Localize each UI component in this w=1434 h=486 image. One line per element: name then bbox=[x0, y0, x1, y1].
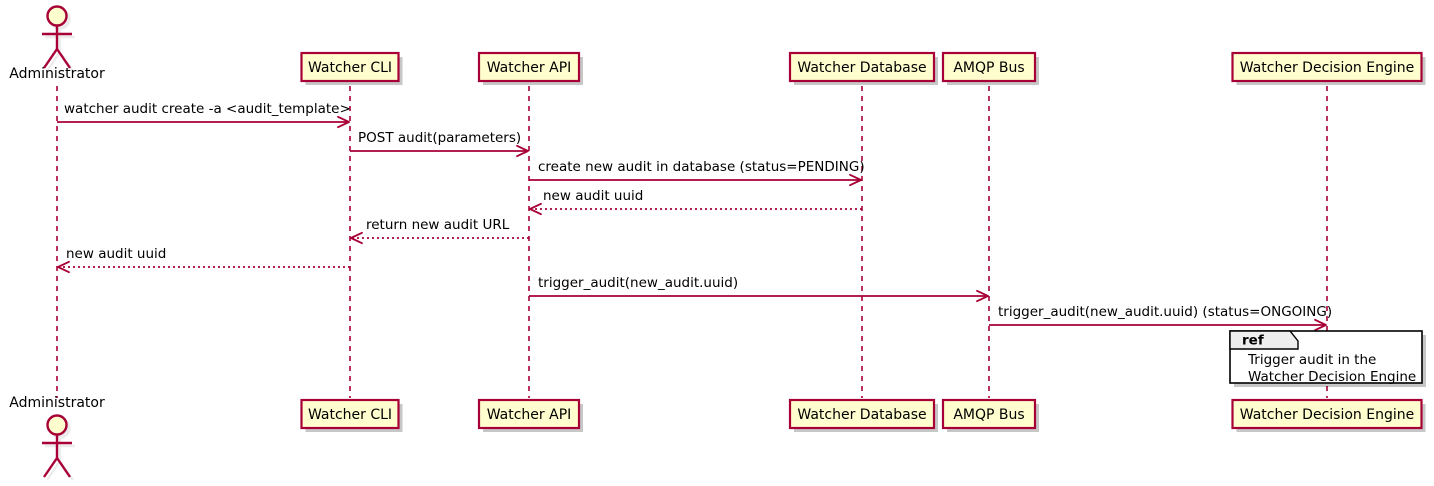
message-arrowhead bbox=[350, 231, 363, 245]
participant-watcher-database[interactable]: Watcher Database bbox=[788, 398, 938, 432]
message-label: return new audit URL bbox=[366, 217, 510, 233]
message-arrowhead bbox=[849, 173, 862, 187]
participant-box bbox=[941, 51, 1037, 83]
actor-head-icon bbox=[46, 414, 68, 436]
ref-body-line-2: Watcher Decision Engine bbox=[1248, 369, 1416, 385]
message-label: trigger_audit(new_audit.uuid) bbox=[538, 275, 738, 291]
participant-label-amqp-bus: AMQP Bus bbox=[953, 60, 1024, 76]
ref-body-line-1: Trigger audit in the bbox=[1247, 352, 1376, 368]
message-arrowhead bbox=[529, 202, 542, 216]
participant-watcher-api[interactable]: Watcher API bbox=[477, 51, 583, 85]
participant-label-watcher-cli: Watcher CLI bbox=[308, 60, 392, 76]
participant-amqp-bus[interactable]: AMQP Bus bbox=[941, 51, 1039, 85]
actor-leg-left bbox=[43, 48, 58, 69]
participant-watcher-cli[interactable]: Watcher CLI bbox=[300, 398, 403, 432]
participant-label-watcher-api: Watcher API bbox=[487, 60, 572, 76]
participant-box bbox=[941, 398, 1037, 430]
message-label: POST audit(parameters) bbox=[358, 130, 521, 146]
actor-label-administrator: Administrator bbox=[9, 395, 105, 411]
actor-administrator[interactable]: Administrator bbox=[9, 5, 105, 83]
lifelines-group bbox=[56, 86, 1328, 398]
message-label: trigger_audit(new_audit.uuid) (status=ON… bbox=[998, 304, 1332, 320]
participant-watcher-database[interactable]: Watcher Database bbox=[788, 51, 938, 85]
participant-box bbox=[788, 398, 936, 430]
participant-label-watcher-database: Watcher Database bbox=[797, 60, 926, 76]
message-4-watcher-database-to-watcher-api: new audit uuid bbox=[529, 188, 862, 216]
participant-label-watcher-decision-engine: Watcher Decision Engine bbox=[1240, 407, 1414, 423]
participant-box bbox=[300, 398, 400, 430]
participant-label-watcher-decision-engine: Watcher Decision Engine bbox=[1240, 60, 1414, 76]
participant-box bbox=[477, 398, 581, 430]
participant-watcher-cli[interactable]: Watcher CLI bbox=[300, 51, 403, 85]
message-arrowhead bbox=[57, 260, 70, 274]
message-label: create new audit in database (status=PEN… bbox=[538, 159, 865, 175]
participant-watcher-decision-engine[interactable]: Watcher Decision Engine bbox=[1231, 51, 1426, 85]
message-1-administrator-to-watcher-cli: watcher audit create -a <audit_template> bbox=[57, 101, 351, 129]
actor-administrator[interactable]: Administrator bbox=[9, 395, 105, 481]
message-8-amqp-bus-to-watcher-decision-engine: trigger_audit(new_audit.uuid) (status=ON… bbox=[989, 304, 1332, 332]
ref-tab bbox=[1229, 330, 1299, 350]
message-3-watcher-api-to-watcher-database: create new audit in database (status=PEN… bbox=[529, 159, 865, 187]
participant-box bbox=[300, 51, 400, 83]
actor-leg-left bbox=[46, 51, 61, 72]
participant-label-watcher-api: Watcher API bbox=[487, 407, 572, 423]
actor-head-icon bbox=[46, 5, 68, 27]
message-arrowhead bbox=[516, 144, 529, 158]
participant-watcher-api[interactable]: Watcher API bbox=[477, 398, 583, 432]
actor-leg-left bbox=[43, 457, 58, 478]
message-arrowhead bbox=[1314, 318, 1327, 332]
participant-box bbox=[1231, 398, 1423, 430]
actor-leg-right bbox=[56, 48, 71, 69]
actor-leg-right bbox=[56, 457, 71, 478]
message-6-watcher-cli-to-administrator: new audit uuid bbox=[57, 246, 350, 274]
message-2-watcher-cli-to-watcher-api: POST audit(parameters) bbox=[350, 130, 529, 158]
ref-tab-label: ref bbox=[1242, 333, 1264, 349]
participant-box bbox=[477, 51, 581, 83]
participant-box bbox=[1231, 51, 1423, 83]
participant-watcher-decision-engine[interactable]: Watcher Decision Engine bbox=[1231, 398, 1426, 432]
messages-group: watcher audit create -a <audit_template>… bbox=[57, 101, 1332, 332]
actor-leg-left bbox=[46, 460, 61, 481]
participant-label-watcher-cli: Watcher CLI bbox=[308, 407, 392, 423]
participant-label-watcher-database: Watcher Database bbox=[797, 407, 926, 423]
participant-box bbox=[788, 51, 936, 83]
participant-amqp-bus[interactable]: AMQP Bus bbox=[941, 398, 1039, 432]
message-label: new audit uuid bbox=[543, 188, 643, 204]
actor-label-administrator: Administrator bbox=[9, 66, 105, 82]
message-7-watcher-api-to-amqp-bus: trigger_audit(new_audit.uuid) bbox=[529, 275, 989, 303]
message-arrowhead bbox=[337, 115, 350, 129]
message-5-watcher-api-to-watcher-cli: return new audit URL bbox=[350, 217, 529, 245]
message-arrowhead bbox=[976, 289, 989, 303]
participant-label-amqp-bus: AMQP Bus bbox=[953, 407, 1024, 423]
message-label: watcher audit create -a <audit_template> bbox=[64, 101, 351, 117]
message-label: new audit uuid bbox=[66, 246, 166, 262]
